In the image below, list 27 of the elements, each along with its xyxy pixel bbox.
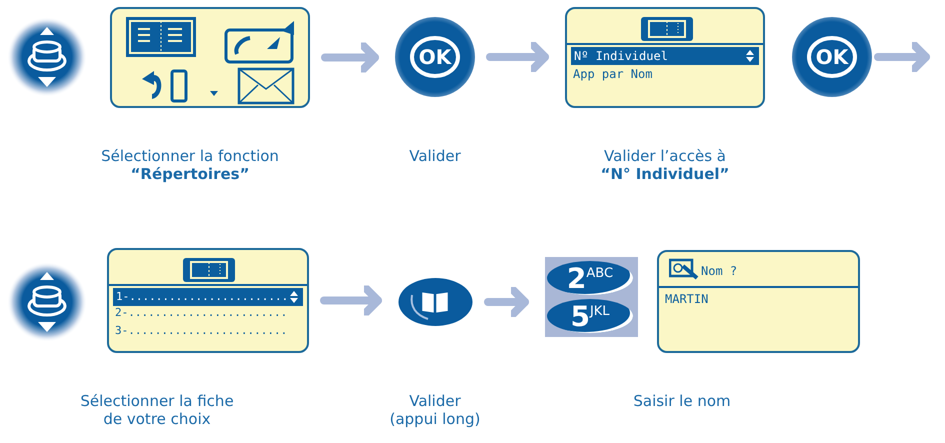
lcd-screen	[565, 7, 765, 108]
step-caption: Valider	[408, 147, 462, 165]
entry-line: 3-........................	[115, 323, 288, 339]
arrow	[320, 284, 382, 316]
entry-line: App par Nom	[573, 66, 652, 83]
prompt-text: Nom ?	[701, 264, 738, 278]
directory-key	[398, 277, 473, 327]
step-caption: Valider (appui long)	[388, 392, 482, 428]
lcd-screen	[107, 248, 309, 353]
navigation-key	[7, 262, 87, 342]
step-caption: Saisir le nom	[632, 392, 732, 410]
ok-button: OK	[395, 17, 475, 97]
ok-button: OK	[792, 17, 872, 97]
selected-entry: 1-........................	[113, 288, 303, 306]
keypad	[545, 257, 638, 337]
arrow	[321, 42, 379, 74]
lcd-screen	[657, 250, 860, 353]
step-caption: Sélectionner la fiche de votre choix	[79, 392, 235, 428]
arrow	[874, 41, 930, 73]
step-caption: Sélectionner la fonction “Répertoires”	[100, 147, 280, 183]
arrow	[484, 286, 529, 318]
entry-line: 2-........................	[115, 305, 288, 321]
selected-entry: Nº Individuel	[571, 47, 759, 65]
entered-name: MARTIN	[665, 292, 708, 306]
arrow	[486, 41, 549, 73]
step-caption: Valider l’accès à “N° Individuel”	[600, 147, 730, 183]
navigation-key	[7, 17, 87, 97]
